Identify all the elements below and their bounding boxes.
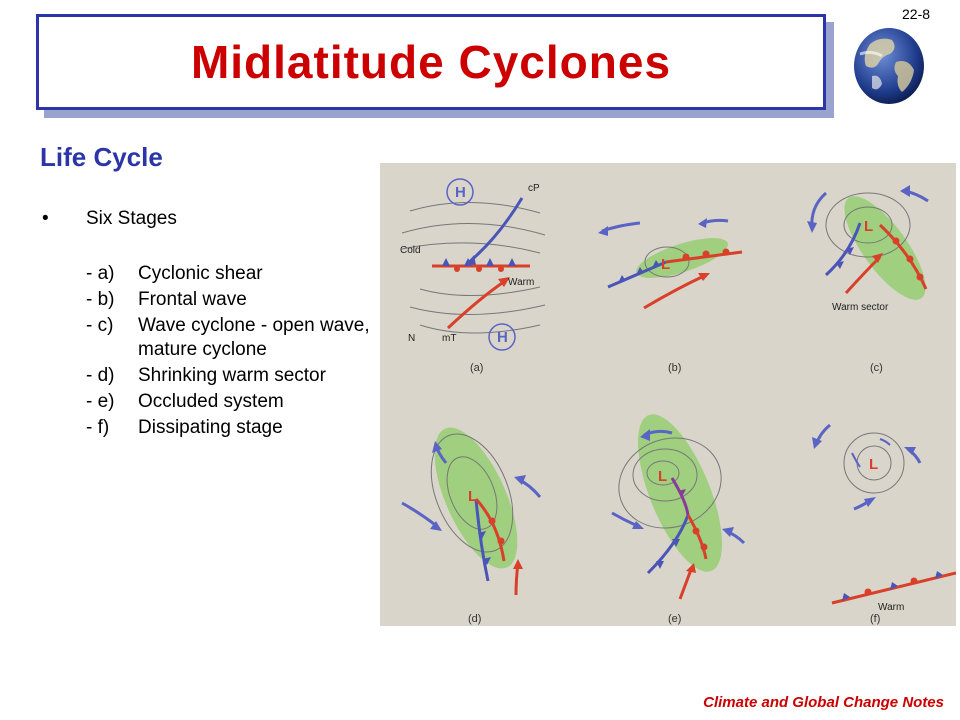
stage-list: - a) Cyclonic shear - b) Frontal wave - c)… <box>86 262 378 442</box>
stage-text: Dissipating stage <box>138 417 283 438</box>
slide-number: 22-8 <box>902 6 931 22</box>
panel-label-b: (b) <box>668 362 681 374</box>
panel-label-c: (c) <box>870 362 883 374</box>
panel-label-d: (d) <box>468 613 481 625</box>
stage-item: - c) Wave cyclone - open wave, mature cyc… <box>86 314 378 362</box>
cyclone-diagram: H H cP Cold Warm N mT (a) <box>400 178 957 625</box>
stage-item: - d) Shrinking warm sector <box>86 364 378 388</box>
stage-label: - a) <box>86 263 115 284</box>
bullet-dot: • <box>42 208 49 229</box>
title-box <box>36 14 826 110</box>
stage-label: - b) <box>86 289 115 310</box>
map-label-cold: Cold <box>400 245 421 256</box>
panel-label-f: (f) <box>870 613 880 625</box>
low-label: L <box>658 468 667 485</box>
stage-label: - f) <box>86 417 110 438</box>
low-label: L <box>468 488 477 505</box>
panel-c: L Warm sector (c) <box>807 185 929 374</box>
stage-label: - e) <box>86 391 115 412</box>
low-label: L <box>661 256 670 273</box>
bullet-six-stages: • Six Stages <box>42 208 177 230</box>
high-label: H <box>497 329 508 346</box>
footer-course-title: Climate and Global Change Notes <box>703 694 944 711</box>
cyclone-life-cycle-figure: H H cP Cold Warm N mT (a) <box>380 163 957 626</box>
panel-label-e: (e) <box>668 613 681 625</box>
stage-item: - e) Occluded system <box>86 390 378 414</box>
stage-label: - c) <box>86 315 114 336</box>
bullet-text: Six Stages <box>86 208 177 229</box>
stage-item: - a) Cyclonic shear <box>86 262 378 286</box>
map-label-cp: cP <box>528 183 540 194</box>
slide-title: Midlatitude Cyclones <box>190 36 672 88</box>
stage-text: Frontal wave <box>138 289 247 310</box>
map-label-mt: mT <box>442 333 456 344</box>
stage-label: - d) <box>86 365 115 386</box>
panel-f: L Warm (f) <box>812 423 957 625</box>
high-label: H <box>455 184 466 201</box>
stage-text: Shrinking warm sector <box>138 365 326 386</box>
earth-globe-icon <box>854 28 924 104</box>
low-label: L <box>869 456 878 473</box>
map-label-warm-f: Warm <box>878 602 904 613</box>
map-label-warm-sector: Warm sector <box>832 302 889 313</box>
stage-item: - b) Frontal wave <box>86 288 378 312</box>
stage-text: Cyclonic shear <box>138 263 263 284</box>
panel-e: L (e) <box>611 414 746 625</box>
low-label: L <box>864 218 873 235</box>
subheading-life-cycle: Life Cycle <box>40 142 163 172</box>
map-label-n: N <box>408 333 415 344</box>
stage-item: - f) Dissipating stage <box>86 416 378 440</box>
stage-text: Wave cyclone - open wave, mature cyclone <box>138 315 370 360</box>
stage-text: Occluded system <box>138 391 284 412</box>
panel-d: L (d) <box>401 427 542 625</box>
panel-b: L (b) <box>598 218 743 374</box>
panel-a: H H cP Cold Warm N mT (a) <box>400 178 546 374</box>
panel-label-a: (a) <box>470 362 483 374</box>
map-label-warm: Warm <box>508 277 534 288</box>
